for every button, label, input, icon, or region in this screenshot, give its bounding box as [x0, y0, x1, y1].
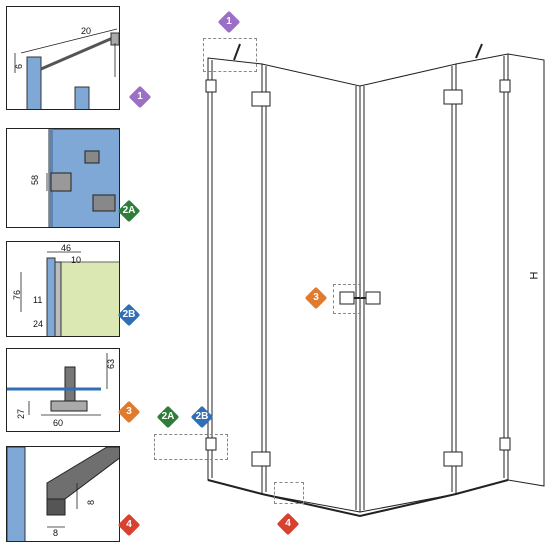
- detail-1-dim-top: 20: [81, 26, 92, 36]
- detail-3-badge: 3: [117, 400, 141, 424]
- callout-box-2: [154, 434, 228, 460]
- detail-4-badge: 4: [117, 513, 141, 537]
- detail-2b-drawing: [20, 251, 119, 336]
- main-badge-4: 4: [276, 512, 300, 536]
- detail-2a-badge: 2A: [117, 199, 141, 223]
- detail-2a-drawing: [46, 129, 119, 227]
- detail-1-drawing: [14, 28, 119, 109]
- height-dimension-label: H: [528, 271, 541, 280]
- detail-panel-4: 8 8: [6, 446, 120, 542]
- detail-2b-dim-gap: 10: [71, 255, 82, 265]
- detail-panel-1: 20 6 22: [6, 6, 120, 110]
- callout-box-3: [333, 284, 361, 314]
- main-badge-3: 3: [304, 286, 328, 310]
- detail-3-drawing: [7, 353, 108, 416]
- detail-4-dim-width: 8: [53, 528, 59, 538]
- detail-2b-dim-bottom: 24: [33, 319, 44, 329]
- detail-panel-2a: 58: [6, 128, 120, 228]
- main-badge-2a: 2A: [156, 405, 180, 429]
- main-badge-2b: 2B: [190, 405, 214, 429]
- detail-3-dim-width: 60: [53, 418, 64, 428]
- main-badge-1: 1: [217, 10, 241, 34]
- detail-2b-dim-top: 46: [61, 243, 72, 253]
- detail-panel-3: 63 27 60: [6, 348, 120, 432]
- detail-1-badge: 1: [128, 85, 152, 109]
- detail-2b-badge: 2B: [117, 303, 141, 327]
- detail-2b-dim-mid: 11: [33, 295, 43, 305]
- detail-4-drawing: [7, 447, 119, 541]
- callout-box-4: [274, 482, 304, 504]
- detail-panel-2b: 46 10 76 11 24: [6, 241, 120, 337]
- callout-box-1: [203, 38, 257, 72]
